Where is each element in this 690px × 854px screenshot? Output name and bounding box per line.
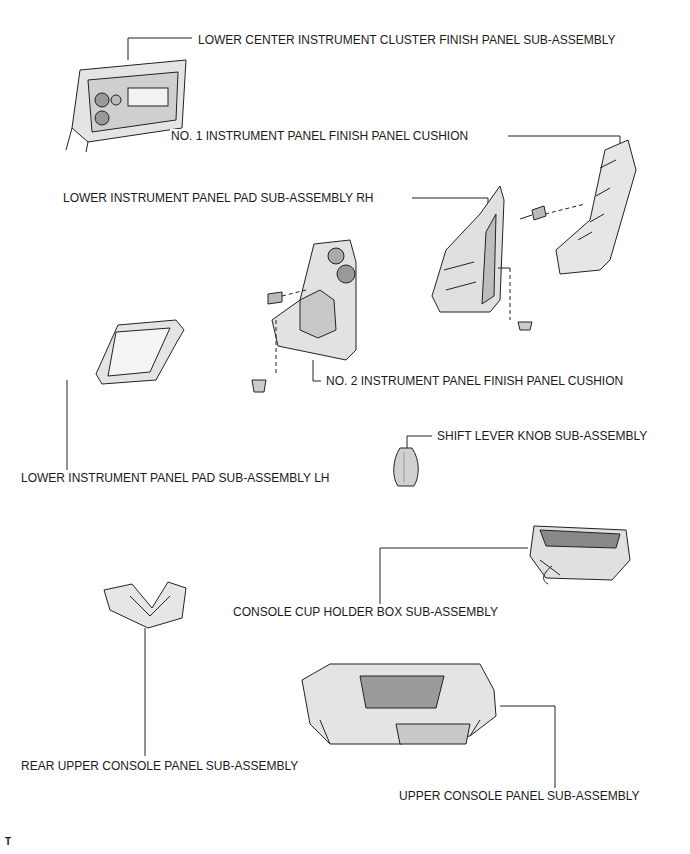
leader-line xyxy=(407,436,432,448)
clip xyxy=(518,322,532,330)
part-name: SHIFT LEVER KNOB SUB-ASSEMBLY xyxy=(436,429,648,443)
bolt xyxy=(520,206,546,220)
leader-line xyxy=(412,198,488,214)
part-name: NO. 1 INSTRUMENT PANEL FINISH PANEL CUSH… xyxy=(170,129,469,143)
rear-console-panel xyxy=(104,582,186,628)
cushion-panel xyxy=(556,140,636,274)
shift-knob xyxy=(394,448,419,486)
bolt xyxy=(268,292,282,304)
upper-console-panel xyxy=(302,664,496,744)
part-name: LOWER INSTRUMENT PANEL PAD SUB-ASSEMBLY … xyxy=(20,471,331,485)
part-name: REAR UPPER CONSOLE PANEL SUB-ASSEMBLY xyxy=(20,759,299,773)
part-name: NO. 2 INSTRUMENT PANEL FINISH PANEL CUSH… xyxy=(325,374,624,388)
part-name: LOWER CENTER INSTRUMENT CLUSTER FINISH P… xyxy=(197,33,617,47)
leader-line xyxy=(67,380,68,470)
cushion-panel-2 xyxy=(272,240,356,360)
cup-holder xyxy=(530,526,630,584)
leader-line xyxy=(500,706,555,788)
leader-line xyxy=(508,136,620,150)
part-name: LOWER INSTRUMENT PANEL PAD SUB-ASSEMBLY … xyxy=(62,191,375,205)
pad-rh xyxy=(432,186,504,312)
part-name: UPPER CONSOLE PANEL SUB-ASSEMBLY xyxy=(398,789,641,803)
figure-code: T xyxy=(4,835,12,849)
leader-line xyxy=(380,548,528,604)
leader-line xyxy=(145,628,146,756)
leader-line xyxy=(128,38,192,60)
part-name: CONSOLE CUP HOLDER BOX SUB-ASSEMBLY xyxy=(232,605,499,619)
finish-panel xyxy=(66,60,186,152)
clip xyxy=(252,380,266,392)
leader-line xyxy=(313,360,321,381)
pad-lh xyxy=(96,320,184,384)
